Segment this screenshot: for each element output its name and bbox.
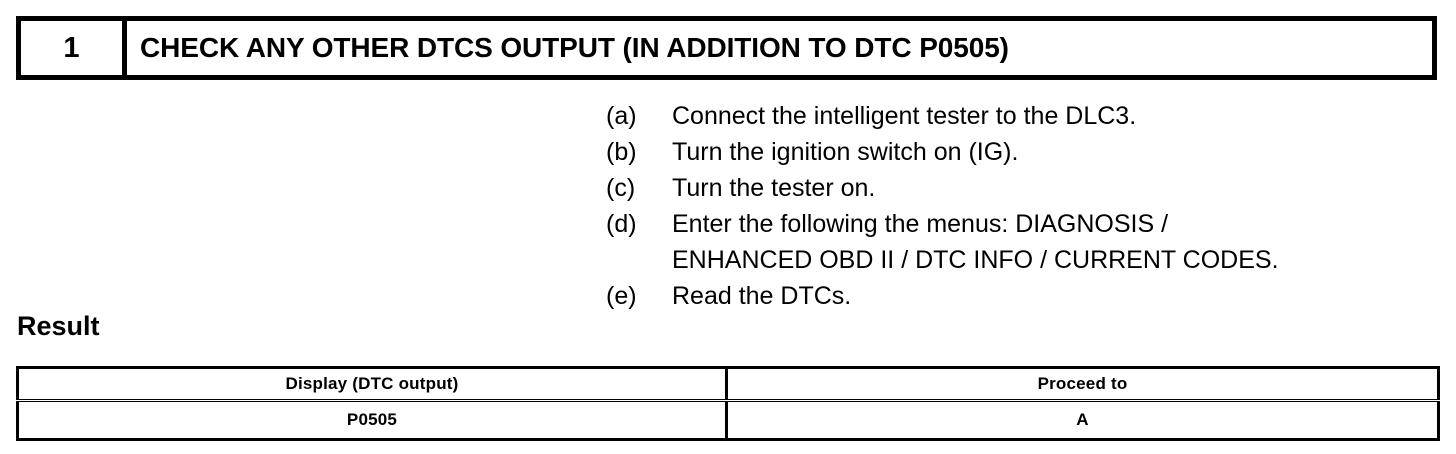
result-table-header-row: Display (DTC output) Proceed to: [17, 367, 1439, 402]
result-table: Display (DTC output) Proceed to P0505 A: [16, 366, 1440, 441]
procedure-item-a: (a) Connect the intelligent tester to th…: [606, 98, 1446, 134]
step-number: 1: [63, 31, 80, 64]
procedure-text-b: Turn the ignition switch on (IG).: [672, 138, 1019, 166]
procedure-text-d: Enter the following the menus: DIAGNOSIS…: [672, 206, 1446, 278]
result-table-body: P0505 A: [17, 400, 1439, 440]
result-header-display: Display (DTC output): [17, 367, 728, 402]
result-label: Result: [17, 311, 100, 341]
procedure-marker-c: (c): [606, 174, 636, 202]
step-header-bar: 1 CHECK ANY OTHER DTCS OUTPUT (IN ADDITI…: [16, 16, 1437, 80]
procedure-marker-e: (e): [606, 282, 637, 310]
step-title-cell: CHECK ANY OTHER DTCS OUTPUT (IN ADDITION…: [127, 21, 1432, 75]
procedure-text-a: Connect the intelligent tester to the DL…: [672, 102, 1137, 130]
procedure-text-d-line1: Enter the following the menus: DIAGNOSIS…: [672, 210, 1169, 238]
step-title: CHECK ANY OTHER DTCS OUTPUT (IN ADDITION…: [140, 32, 1009, 63]
procedure-text-c: Turn the tester on.: [672, 174, 876, 202]
result-table-head: Display (DTC output) Proceed to: [17, 367, 1439, 402]
procedure-item-e: (e) Read the DTCs.: [606, 278, 1446, 314]
table-row: P0505 A: [17, 400, 1439, 440]
procedure-item-d: (d) Enter the following the menus: DIAGN…: [606, 206, 1446, 278]
procedure-marker-d: (d): [606, 210, 637, 238]
procedure-marker-a: (a): [606, 102, 637, 130]
procedure-text-d-line2: ENHANCED OBD II / DTC INFO / CURRENT COD…: [672, 246, 1279, 274]
procedure-item-c: (c) Turn the tester on.: [606, 170, 1446, 206]
result-cell-dtc: P0505: [17, 400, 728, 440]
result-cell-proceed: A: [726, 400, 1439, 440]
procedure-text-e: Read the DTCs.: [672, 282, 852, 310]
result-header-proceed: Proceed to: [726, 367, 1439, 402]
procedure-marker-b: (b): [606, 138, 637, 166]
procedure-list: (a) Connect the intelligent tester to th…: [606, 98, 1446, 314]
step-number-cell: 1: [21, 21, 127, 75]
procedure-item-b: (b) Turn the ignition switch on (IG).: [606, 134, 1446, 170]
